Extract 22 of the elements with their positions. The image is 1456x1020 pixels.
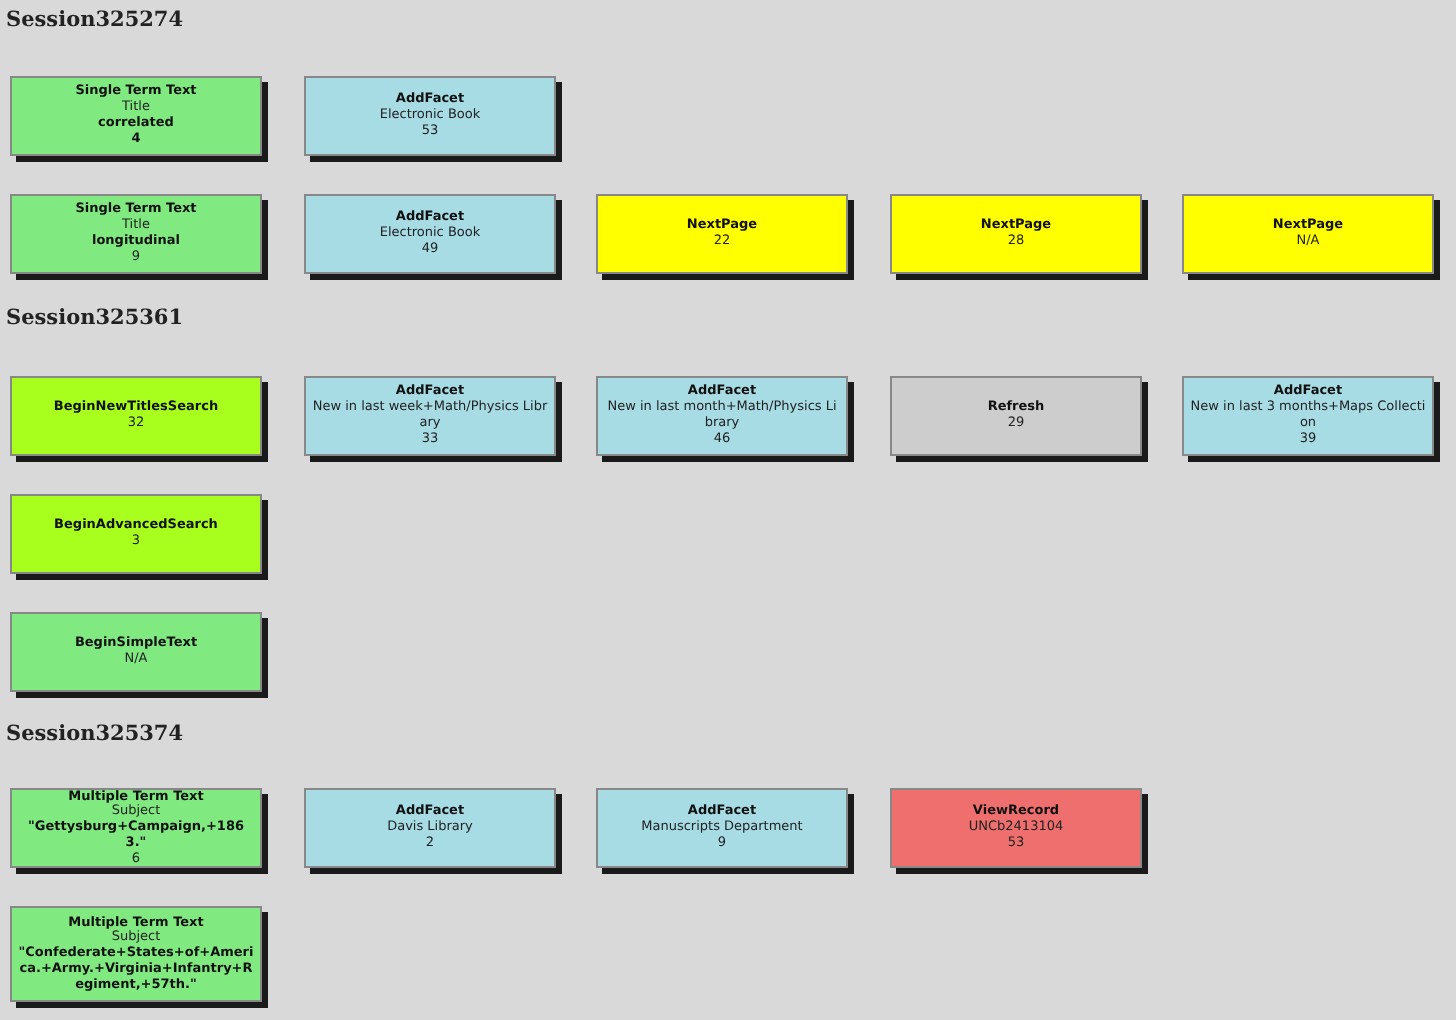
event-box [1182, 376, 1434, 456]
event-box [304, 194, 556, 274]
event-box [10, 376, 262, 456]
event-box [10, 906, 262, 1002]
session-heading: Session325374 [6, 722, 184, 746]
event-box [10, 194, 262, 274]
event-box [596, 788, 848, 868]
event-box [1182, 194, 1434, 274]
event-box [890, 376, 1142, 456]
event-box [304, 76, 556, 156]
event-box [304, 376, 556, 456]
event-box [10, 494, 262, 574]
event-box [890, 194, 1142, 274]
event-box [890, 788, 1142, 868]
event-box [304, 788, 556, 868]
event-box [10, 788, 262, 868]
event-box [10, 612, 262, 692]
event-box [596, 376, 848, 456]
event-box [596, 194, 848, 274]
session-heading: Session325361 [6, 306, 184, 330]
session-heading: Session325274 [6, 8, 184, 32]
event-box [10, 76, 262, 156]
